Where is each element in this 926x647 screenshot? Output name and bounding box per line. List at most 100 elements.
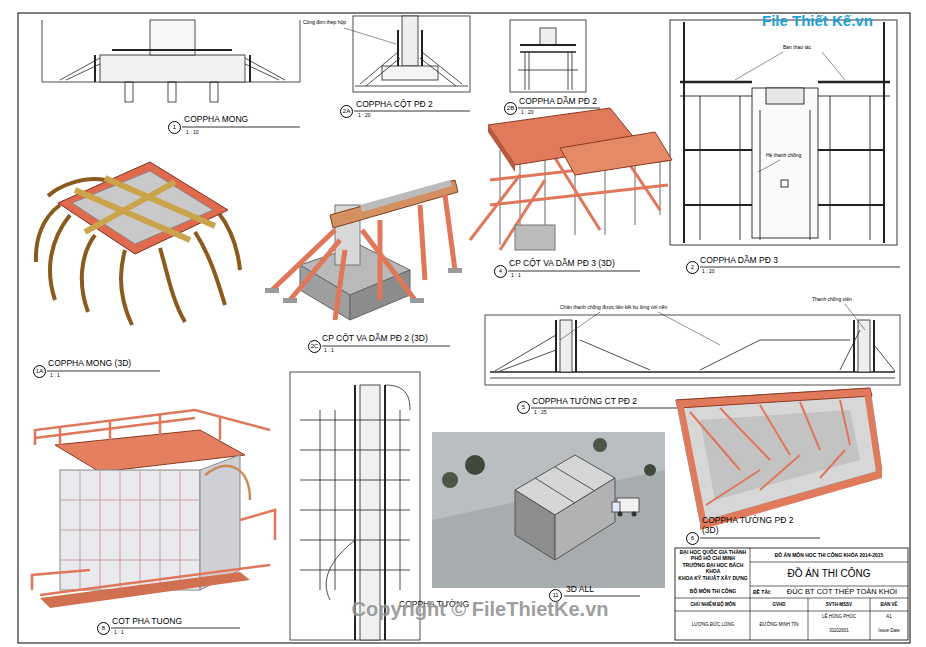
wall-formwork-3d-pd2 [676, 388, 882, 530]
wall-formwork-3d-part-part [159, 414, 162, 435]
title-underlines-part [564, 596, 640, 597]
wall-formwork-3d-pd2-part-part [760, 405, 790, 455]
sheet-frame-part [750, 548, 751, 598]
beam-formwork-pd3-part [781, 180, 788, 187]
wall-formwork-3d-part-part [60, 530, 200, 531]
title-underlines-part [354, 111, 470, 112]
beam-formwork-pd3-part [670, 20, 897, 245]
wall-formwork-section-part [490, 378, 895, 379]
title-underlines-part [700, 267, 900, 268]
school-name: KHOA KỸ THUẬT XÂY DỰNG [677, 576, 749, 582]
footing-formwork-section-part [249, 55, 251, 82]
sheet-frame-part [675, 598, 908, 599]
scale: 1 : 1 [50, 373, 60, 379]
column-formwork-section-part [353, 16, 470, 92]
sheet-frame-part [675, 548, 908, 640]
wall-formwork-section-part [495, 335, 556, 371]
callout-number: 6 [686, 532, 699, 545]
note: Thanh chống xiên [812, 297, 852, 303]
footing-formwork-3d-part [75, 178, 215, 240]
footing-formwork-3d-part-part [105, 178, 215, 226]
beam-formwork-section-part [525, 52, 526, 90]
title-underlines-part [47, 371, 160, 372]
view-title: CP CỘT VA DẦM PĐ 3 (3D) [509, 259, 615, 269]
wall-formwork-elevation-part [400, 410, 401, 590]
wall-formwork-section-part [700, 340, 760, 370]
table-cell: Issue Date [870, 628, 908, 633]
column-beam-formwork-3d-pd2-part-part [448, 268, 462, 273]
wall-formwork-3d-pd2-part [690, 400, 850, 505]
wall-formwork-section-part [858, 320, 870, 372]
wall-formwork-section-part [580, 340, 650, 370]
wall-formwork-3d-part-part [219, 418, 222, 440]
beam-formwork-pd3-part [684, 204, 752, 206]
footing-formwork-section-part [125, 82, 133, 102]
beam-formwork-section-part [568, 52, 569, 90]
scale: 1 : 25 [534, 410, 547, 416]
beam-formwork-pd3-part [766, 88, 804, 104]
sheet-frame-part [808, 598, 809, 640]
footing-formwork-3d-part-part [85, 182, 175, 232]
sheet-frame-part [18, 13, 910, 643]
beam-formwork-pd3-part [680, 81, 752, 84]
wall-formwork-section-part [560, 312, 600, 340]
column-formwork-section-part [366, 58, 400, 86]
school-name: ĐẠI HỌC QUỐC GIA THÀNH PHỐ HỒ CHÍ MINH [677, 550, 749, 562]
beam-formwork-pd3-part [818, 96, 890, 97]
footing-formwork-3d-part-part [36, 205, 60, 262]
footing-formwork-3d-part-part [121, 250, 132, 325]
wall-formwork-3d-part [40, 572, 250, 608]
beam-formwork-section-part [520, 44, 576, 46]
wall-formwork-elevation-part [300, 420, 410, 421]
wall-formwork-elevation-part [335, 410, 336, 590]
school-name: TRƯỜNG ĐẠI HỌC BÁCH KHOA [677, 563, 749, 575]
beam-formwork-pd3-part [684, 149, 752, 151]
table-cell: ĐƯỜNG MINH TÍN [750, 622, 808, 627]
column-beam-formwork-3d-pd2-part [330, 180, 458, 228]
column-formwork-section-part [397, 30, 399, 66]
column-formwork-section-part [360, 52, 398, 84]
beam-formwork-pd3-part [758, 160, 780, 172]
footing-formwork-section-part [168, 82, 176, 102]
wall-formwork-section-part [845, 304, 865, 330]
wall-formwork-3d-pd2-part-part [760, 455, 800, 490]
scale: 1 : 1 [114, 630, 124, 636]
beam-formwork-pd3-part [883, 22, 885, 243]
wall-formwork-section-part [760, 340, 850, 341]
view-title: COPPHA TƯỜNG CT PĐ 2 [532, 397, 637, 407]
column-beam-formwork-3d-pd2-part-part [335, 250, 345, 320]
wall-formwork-elevation-part [300, 510, 410, 511]
wall-formwork-section-part [874, 345, 895, 371]
wall-formwork-3d-part-part [60, 560, 200, 561]
footing-formwork-3d-part [72, 171, 213, 244]
wall-formwork-elevation-part [385, 385, 410, 410]
3d-render-part [593, 438, 607, 452]
beam-formwork-pd3-part [683, 22, 685, 243]
column-formwork-section-part [420, 58, 456, 86]
wall-formwork-elevation-part [320, 410, 321, 590]
3d-render-part-part [535, 478, 575, 503]
3d-render-part [465, 455, 485, 475]
title-underlines-part [518, 108, 600, 109]
wall-formwork-section-part [840, 330, 860, 370]
footing-formwork-3d-part-part [82, 235, 95, 312]
3d-render-part [432, 432, 665, 520]
view-title: COT PHA TUONG [112, 617, 182, 627]
beam-formwork-pd3-part [818, 81, 890, 84]
3d-render-part [442, 472, 458, 488]
3d-render-part [612, 502, 620, 512]
school-name: BỘ MÔN THI CÔNG [677, 589, 749, 595]
column-formwork-section-part [422, 52, 462, 84]
footing-formwork-section-part [94, 55, 96, 82]
callout-number: 2 [686, 261, 699, 274]
title-underlines-part [531, 408, 700, 409]
callout-number: 1A [33, 365, 46, 378]
wall-formwork-3d-part-part [205, 466, 250, 500]
wall-formwork-3d-part-part [59, 426, 62, 445]
note: Công đơn thép hộp [303, 20, 346, 26]
column-beam-formwork-3d-pd2-part-part [420, 205, 425, 280]
beam-formwork-section [510, 20, 586, 92]
beam-formwork-section-part [529, 52, 530, 90]
column-beam-formwork-3d-pd2-part [272, 195, 455, 320]
view-title: COPPHA MONG (3D) [48, 359, 131, 369]
